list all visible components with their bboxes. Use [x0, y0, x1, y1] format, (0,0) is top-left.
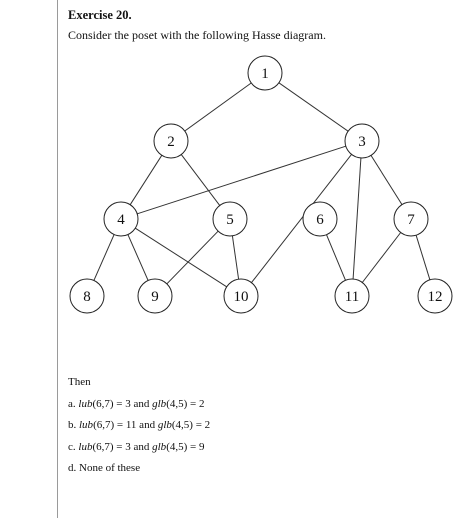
- node-circle-3: [344, 123, 380, 159]
- edge-6-11: [326, 234, 346, 281]
- node-4: 4: [103, 201, 139, 237]
- option-c-glb: glb: [152, 441, 167, 453]
- option-a[interactable]: a. lub(6,7) = 3 and glb(4,5) = 2: [68, 398, 204, 410]
- node-label-10: 10: [234, 289, 249, 305]
- node-circle-10: [223, 278, 259, 314]
- node-label-11: 11: [345, 289, 359, 305]
- node-label-4: 4: [117, 212, 125, 228]
- option-b-args2: (4,5) = 2: [171, 419, 211, 431]
- then-label: Then: [68, 376, 91, 388]
- option-c-args1: (6,7) = 3 and: [92, 441, 153, 453]
- edge-5-9: [166, 230, 219, 285]
- hasse-edges: [93, 82, 431, 288]
- option-c-lub: lub: [78, 441, 93, 453]
- edge-5-10: [231, 235, 240, 280]
- node-label-7: 7: [407, 212, 415, 228]
- edge-3-4: [137, 145, 346, 215]
- option-c-prefix: c.: [68, 441, 79, 453]
- edge-4-8: [93, 234, 115, 281]
- node-5: 5: [212, 201, 248, 237]
- edge-3-10: [251, 154, 352, 283]
- node-circle-8: [69, 278, 105, 314]
- node-label-1: 1: [261, 66, 269, 82]
- option-d[interactable]: d. None of these: [68, 462, 140, 474]
- option-a-lub: lub: [78, 398, 93, 410]
- node-3: 3: [344, 123, 380, 159]
- node-2: 2: [153, 123, 189, 159]
- node-circle-2: [153, 123, 189, 159]
- node-circle-7: [393, 201, 429, 237]
- option-b[interactable]: b. lub(6,7) = 11 and glb(4,5) = 2: [68, 419, 210, 431]
- node-10: 10: [223, 278, 259, 314]
- node-label-3: 3: [358, 134, 366, 150]
- node-circle-9: [137, 278, 173, 314]
- edge-4-9: [127, 234, 149, 281]
- node-label-12: 12: [428, 289, 443, 305]
- edge-2-5: [180, 154, 221, 206]
- option-c-args2: (4,5) = 9: [166, 441, 205, 453]
- node-circle-6: [302, 201, 338, 237]
- option-b-glb: glb: [157, 419, 172, 431]
- node-8: 8: [69, 278, 105, 314]
- exercise-title: Exercise 20.: [68, 8, 132, 22]
- option-a-prefix: a.: [68, 398, 79, 410]
- edge-3-11: [352, 157, 362, 280]
- option-b-args1: (6,7) = 11 and: [93, 419, 158, 431]
- node-label-8: 8: [83, 289, 91, 305]
- node-label-9: 9: [151, 289, 159, 305]
- option-a-glb: glb: [152, 398, 167, 410]
- node-label-6: 6: [316, 212, 324, 228]
- node-circle-11: [334, 278, 370, 314]
- edge-7-11: [361, 232, 402, 283]
- node-7: 7: [393, 201, 429, 237]
- node-11: 11: [334, 278, 370, 314]
- node-12: 12: [417, 278, 453, 314]
- exercise-prompt: Consider the poset with the following Ha…: [68, 28, 326, 42]
- option-c[interactable]: c. lub(6,7) = 3 and glb(4,5) = 9: [68, 441, 204, 453]
- edge-1-3: [278, 82, 349, 132]
- node-circle-12: [417, 278, 453, 314]
- option-a-args2: (4,5) = 2: [166, 398, 205, 410]
- option-b-prefix: b.: [68, 419, 79, 431]
- option-d-prefix: d. None of these: [68, 462, 141, 474]
- edge-7-12: [415, 235, 431, 280]
- edge-1-2: [184, 82, 252, 132]
- option-a-args1: (6,7) = 3 and: [92, 398, 153, 410]
- edge-2-4: [129, 155, 163, 205]
- option-b-lub: lub: [79, 419, 94, 431]
- node-6: 6: [302, 201, 338, 237]
- node-1: 1: [247, 55, 283, 91]
- node-circle-1: [247, 55, 283, 91]
- page-margin-line: [57, 0, 58, 518]
- node-circle-5: [212, 201, 248, 237]
- node-label-5: 5: [226, 212, 234, 228]
- node-9: 9: [137, 278, 173, 314]
- edge-4-10: [135, 227, 227, 288]
- edge-3-7: [370, 155, 403, 205]
- node-label-2: 2: [167, 134, 175, 150]
- node-circle-4: [103, 201, 139, 237]
